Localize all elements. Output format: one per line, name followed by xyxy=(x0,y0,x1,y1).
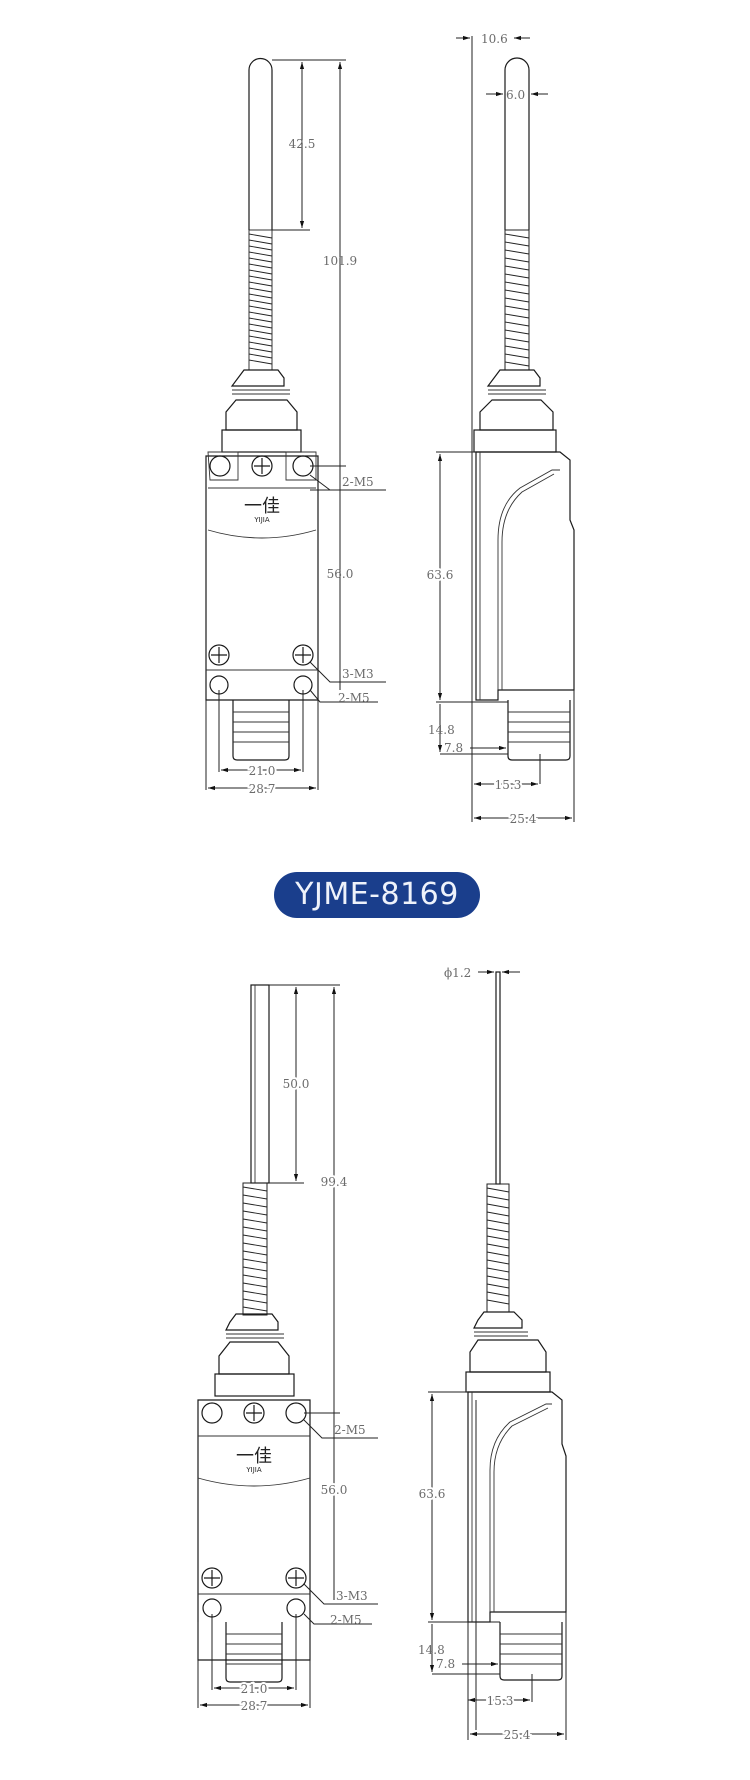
dim-plunger-offset: 15.3 xyxy=(495,778,522,792)
dim-body-width: 28.7 xyxy=(249,782,276,796)
dim-wire-diameter: ϕ1.2 xyxy=(444,966,471,980)
dim-overall-height: 101.9 xyxy=(323,254,357,268)
dim-body-height: 63.6 xyxy=(419,1487,446,1501)
dim-body-width: 28.7 xyxy=(241,1699,268,1713)
logo-en: YIJIA xyxy=(245,1466,261,1474)
dim-body-height: 63.6 xyxy=(427,568,454,582)
dim-rod-cap-width: 10.6 xyxy=(481,32,508,46)
dim-base-offset: 7.8 xyxy=(436,1657,455,1671)
dim-plunger-offset: 15.3 xyxy=(487,1694,514,1708)
dim-base-offset: 7.8 xyxy=(444,741,463,755)
dim-rod-diameter: 6.0 xyxy=(506,88,525,102)
dim-rod-length: 50.0 xyxy=(283,1077,310,1091)
label-screws: 3-M3 xyxy=(342,667,374,681)
dim-body-depth: 25.4 xyxy=(504,1728,531,1742)
model-badge: YJME-8169 xyxy=(274,872,480,918)
logo-cn: 一佳 xyxy=(244,496,280,517)
dim-rod-length: 42.5 xyxy=(289,137,316,151)
dim-hole-pitch: 56.0 xyxy=(327,567,354,581)
dim-overall-height: 99.4 xyxy=(321,1175,348,1189)
top-side-view: 10.6 6.0 63.6 14.8 7.8 15.3 25.4 xyxy=(425,32,575,828)
dim-base-height: 14.8 xyxy=(418,1643,445,1657)
label-bottom-holes: 2-M5 xyxy=(330,1613,362,1627)
top-front-view: 一佳 YIJIA 42.5 101.9 56.0 2-M5 3-M3 2-M5 … xyxy=(205,57,386,798)
bottom-front-view: 一佳 YIJIA 50.0 99.4 56.0 2-M5 3-M3 2-M5 2… xyxy=(197,984,378,1715)
logo-cn: 一佳 xyxy=(236,1446,272,1467)
dim-body-depth: 25.4 xyxy=(510,812,537,826)
dim-hole-spacing: 21.0 xyxy=(241,1682,268,1696)
dim-base-height: 14.8 xyxy=(428,723,455,737)
rod-cap xyxy=(248,57,273,230)
label-bottom-holes: 2-M5 xyxy=(338,691,370,705)
bottom-side-view: ϕ1.2 63.6 14.8 7.8 15.3 25.4 xyxy=(417,966,567,1744)
dim-hole-spacing: 21.0 xyxy=(249,764,276,778)
spring xyxy=(248,229,273,371)
dim-hole-pitch: 56.0 xyxy=(321,1483,348,1497)
label-top-holes: 2-M5 xyxy=(342,475,374,489)
label-screws: 3-M3 xyxy=(336,1589,368,1603)
label-top-holes: 2-M5 xyxy=(334,1423,366,1437)
logo-en: YIJIA xyxy=(253,516,269,524)
